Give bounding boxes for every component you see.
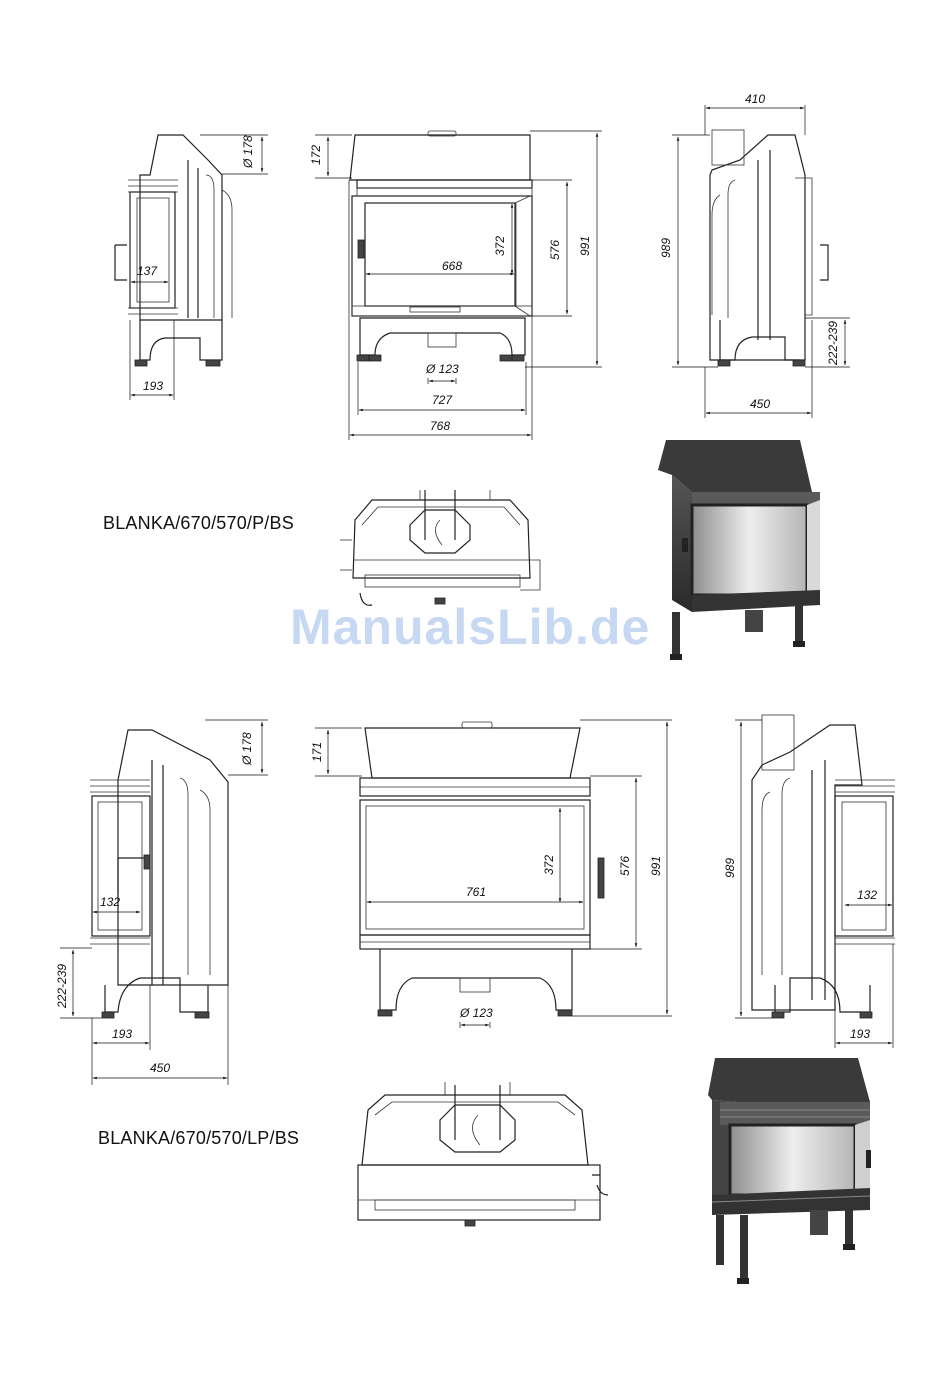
dim-171: 171 xyxy=(310,742,324,762)
dim-137: 137 xyxy=(137,264,158,278)
dim-576: 576 xyxy=(618,856,632,876)
dim-989: 989 xyxy=(723,858,737,878)
dim-222-239: 222-239 xyxy=(826,321,840,366)
dim-727: 727 xyxy=(432,393,453,407)
lp-front-view: 171 372 761 576 991 Ø 123 xyxy=(310,720,672,1028)
dim-668: 668 xyxy=(442,259,462,273)
dim-372: 372 xyxy=(542,855,556,875)
model-label-p-bs: BLANKA/670/570/P/BS xyxy=(103,513,294,534)
p-front-view: 172 372 668 576 991 Ø 123 727 768 xyxy=(309,131,602,440)
dim-diameter-178: Ø 178 xyxy=(240,732,254,766)
dim-diameter-123: Ø 123 xyxy=(459,1006,493,1020)
p-product-render xyxy=(658,440,820,660)
dim-222-239: 222-239 xyxy=(55,964,69,1009)
p-top-view xyxy=(340,490,540,605)
dim-991: 991 xyxy=(578,236,592,256)
p-side-view-right: 410 989 222-239 450 xyxy=(659,92,850,418)
lp-side-view-right: 989 132 193 xyxy=(723,715,895,1048)
dim-989: 989 xyxy=(659,238,673,258)
dim-132: 132 xyxy=(100,895,120,909)
dim-172: 172 xyxy=(309,145,323,165)
dim-761: 761 xyxy=(466,885,486,899)
dim-991: 991 xyxy=(649,856,663,876)
lp-product-render xyxy=(708,1058,871,1284)
model-label-lp-bs: BLANKA/670/570/LP/BS xyxy=(98,1128,299,1149)
lp-side-view-left: Ø 178 132 222-239 193 450 xyxy=(55,720,268,1085)
dim-372: 372 xyxy=(493,236,507,256)
dim-diameter-123: Ø 123 xyxy=(425,362,459,376)
dim-diameter-178: Ø 178 xyxy=(241,135,255,169)
lp-top-view xyxy=(358,1082,608,1226)
dim-410: 410 xyxy=(745,92,765,106)
dim-193: 193 xyxy=(143,379,163,393)
dim-193: 193 xyxy=(850,1027,870,1041)
dim-450: 450 xyxy=(150,1061,170,1075)
p-side-view-left: Ø 178 137 193 xyxy=(115,135,268,400)
dim-450: 450 xyxy=(750,397,770,411)
dim-193: 193 xyxy=(112,1027,132,1041)
dim-768: 768 xyxy=(430,419,450,433)
dim-132: 132 xyxy=(857,888,877,902)
dim-576: 576 xyxy=(548,240,562,260)
watermark: ManualsLib.de xyxy=(290,598,650,656)
